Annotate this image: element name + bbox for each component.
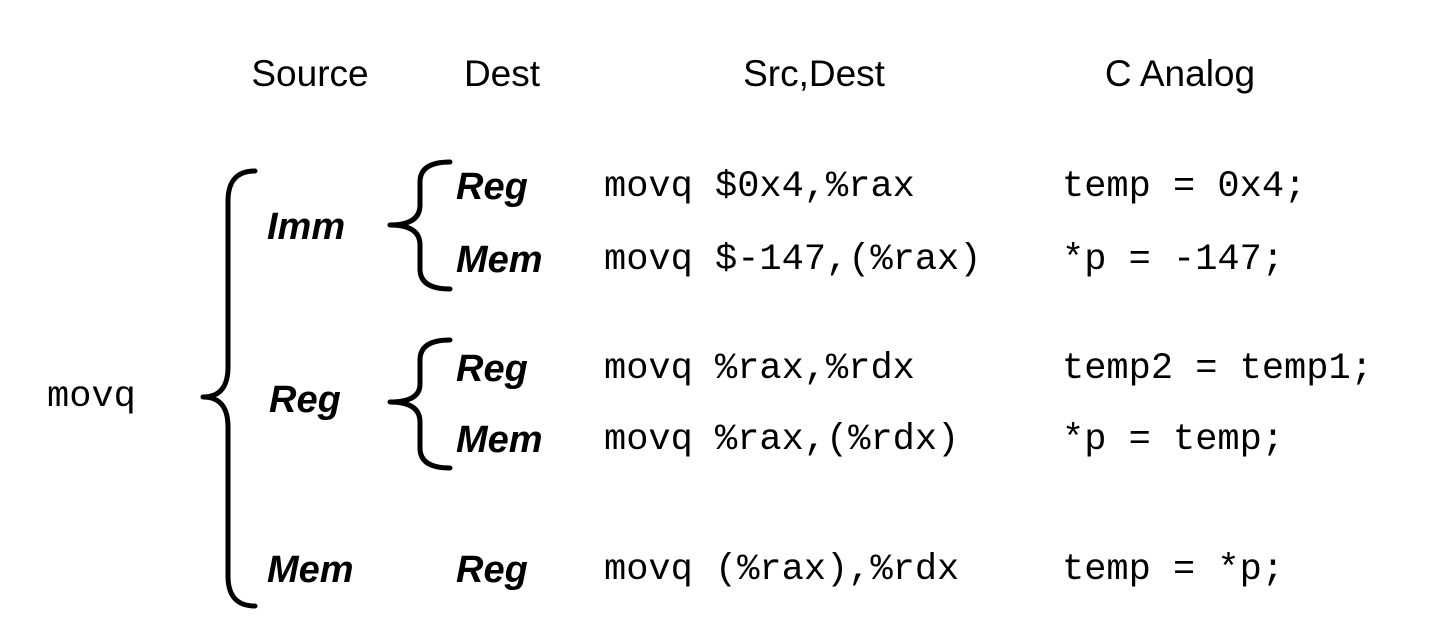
reg-group-brace bbox=[387, 337, 453, 471]
asm-example: movq %rax,(%rdx) bbox=[604, 419, 960, 461]
dest-type-label: Mem bbox=[456, 239, 543, 281]
instruction-label: movq bbox=[47, 376, 136, 418]
source-type-imm: Imm bbox=[267, 206, 346, 248]
dest-type-label: Mem bbox=[456, 419, 543, 461]
source-type-reg: Reg bbox=[269, 379, 341, 421]
column-header-c-analog: C Analog bbox=[1104, 53, 1256, 94]
c-analog-example: temp = 0x4; bbox=[1062, 166, 1307, 208]
column-header-src-dest: Src,Dest bbox=[743, 53, 885, 94]
c-analog-example: *p = -147; bbox=[1062, 239, 1285, 281]
big-brace bbox=[200, 168, 258, 609]
imm-group-brace bbox=[387, 159, 453, 292]
asm-example: movq $-147,(%rax) bbox=[604, 239, 982, 281]
asm-example: movq %rax,%rdx bbox=[604, 348, 915, 390]
dest-type-label: Reg bbox=[456, 348, 528, 390]
column-header-dest: Dest bbox=[463, 53, 541, 94]
dest-type-label: Reg bbox=[456, 549, 528, 591]
column-header-source: Source bbox=[251, 53, 369, 94]
dest-type-label: Reg bbox=[456, 166, 528, 208]
asm-example: movq (%rax),%rdx bbox=[604, 549, 960, 591]
c-analog-example: *p = temp; bbox=[1062, 419, 1285, 461]
c-analog-example: temp2 = temp1; bbox=[1062, 348, 1373, 390]
asm-example: movq $0x4,%rax bbox=[604, 166, 915, 208]
c-analog-example: temp = *p; bbox=[1062, 549, 1285, 591]
source-type-mem: Mem bbox=[267, 549, 354, 591]
